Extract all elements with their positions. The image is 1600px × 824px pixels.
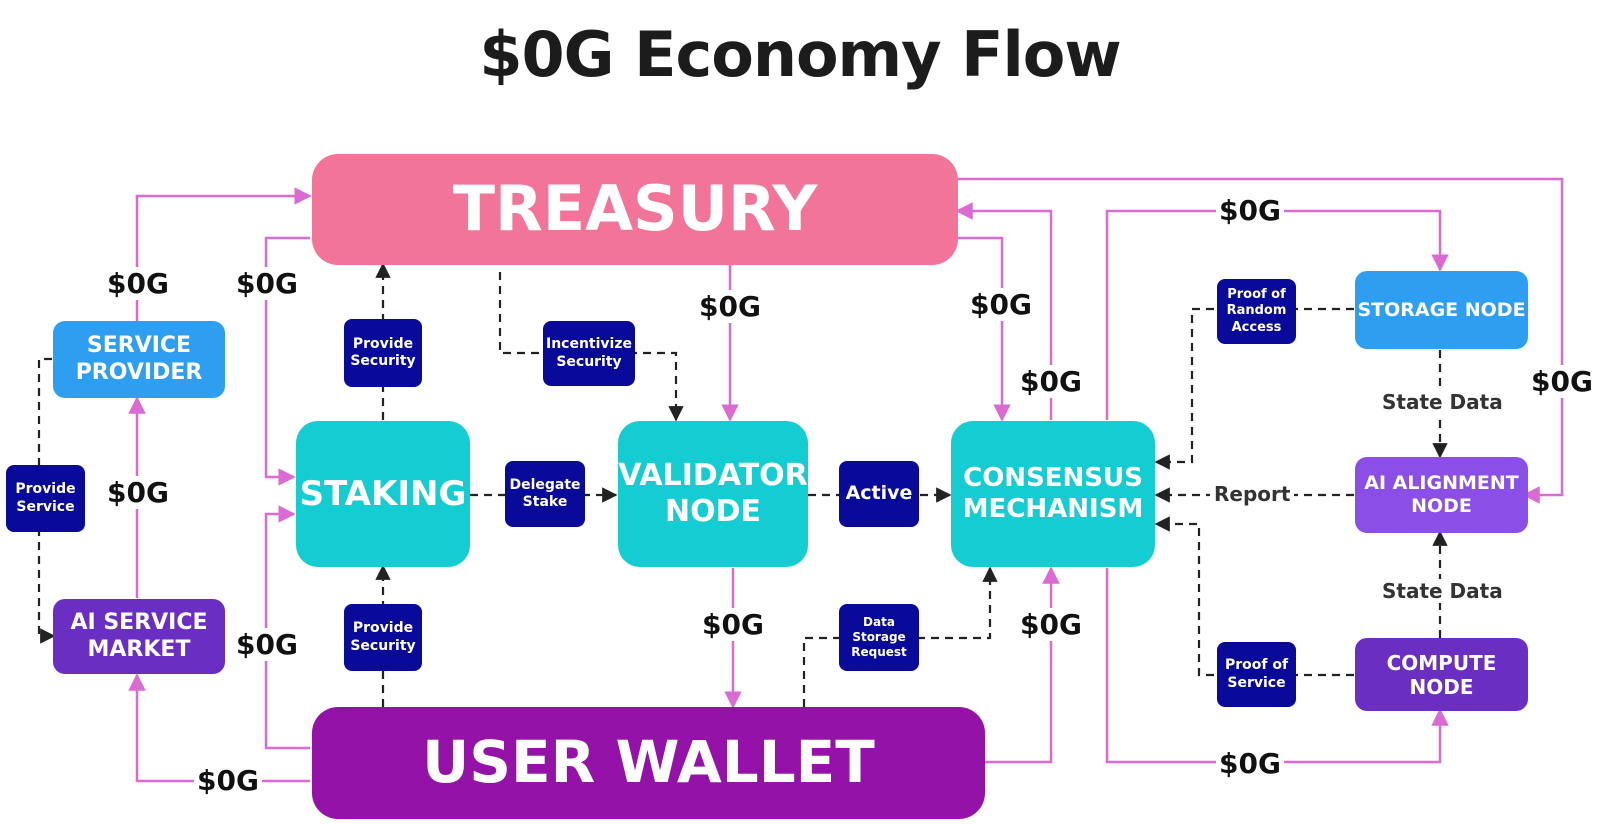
validator-node-label: VALIDATOR NODE — [618, 458, 808, 529]
active-tag: Active — [839, 461, 919, 527]
provide-security-top-tag: Provide Security — [344, 319, 422, 387]
report-label: Report — [1210, 482, 1295, 506]
treasury-label: TREASURY — [452, 172, 818, 246]
proof-of-random-access-label: Proof of Random Access — [1226, 287, 1287, 335]
staking-node: STAKING — [296, 421, 470, 567]
currency-label: $0G — [233, 628, 301, 661]
validator-node: VALIDATOR NODE — [618, 421, 808, 567]
incentivize-security-label: Incentivize Security — [546, 336, 632, 370]
service-provider-node: SERVICE PROVIDER — [53, 321, 225, 398]
currency-label: $0G — [696, 290, 764, 323]
provide-security-bottom-tag: Provide Security — [344, 604, 422, 671]
staking-label: STAKING — [299, 473, 467, 514]
user-wallet-label: USER WALLET — [422, 728, 875, 797]
currency-label: $0G — [967, 288, 1035, 321]
flow-treasury-to-ai-alignment — [957, 177, 1564, 504]
ai-service-market-node: AI SERVICE MARKET — [53, 599, 225, 674]
ai-alignment-node: AI ALIGNMENT NODE — [1355, 457, 1528, 533]
consensus-mechanism-node: CONSENSUS MECHANISM — [951, 421, 1155, 567]
dash-storage-to-consensus — [1154, 307, 1354, 470]
compute-node-label: COMPUTE NODE — [1386, 650, 1497, 699]
flow-consensus-to-treasury — [955, 202, 1053, 420]
user-wallet-node: USER WALLET — [312, 707, 985, 819]
currency-label: $0G — [699, 608, 767, 641]
provide-security-top-label: Provide Security — [350, 335, 416, 370]
currency-label: $0G — [233, 267, 301, 300]
flow-user-wallet-to-consensus — [985, 566, 1060, 764]
ai-alignment-node-label: AI ALIGNMENT NODE — [1364, 472, 1519, 517]
flow-treasury-to-consensus — [957, 236, 1011, 422]
dash-service-provider-to-ai-market — [37, 357, 56, 644]
proof-of-service-tag: Proof of Service — [1217, 642, 1296, 707]
consensus-mechanism-label: CONSENSUS MECHANISM — [962, 462, 1144, 524]
currency-label: $0G — [1216, 194, 1284, 227]
provide-security-bottom-label: Provide Security — [350, 620, 416, 654]
delegate-stake-tag: Delegate Stake — [505, 461, 585, 527]
provide-service-tag: Provide Service — [6, 465, 85, 532]
ai-service-market-label: AI SERVICE MARKET — [70, 610, 208, 662]
storage-node-label: STORAGE NODE — [1357, 298, 1526, 321]
service-provider-label: SERVICE PROVIDER — [75, 333, 203, 385]
token-flow-lines — [128, 177, 1564, 783]
proof-of-service-label: Proof of Service — [1224, 657, 1289, 691]
flow-service-provider-to-treasury — [135, 187, 312, 322]
currency-label: $0G — [1017, 365, 1085, 398]
active-label: Active — [845, 482, 913, 505]
incentivize-security-tag: Incentivize Security — [543, 321, 635, 386]
currency-label: $0G — [1017, 608, 1085, 641]
data-storage-request-tag: Data Storage Request — [839, 604, 919, 671]
currency-label: $0G — [104, 476, 172, 509]
delegate-stake-label: Delegate Stake — [509, 476, 581, 511]
compute-node: COMPUTE NODE — [1355, 638, 1528, 711]
currency-label: $0G — [1528, 365, 1596, 398]
page-title: $0G Economy Flow — [479, 18, 1121, 91]
currency-label: $0G — [194, 764, 262, 797]
proof-of-random-access-tag: Proof of Random Access — [1217, 279, 1296, 344]
flow-treasury-to-staking — [264, 236, 310, 486]
currency-label: $0G — [104, 267, 172, 300]
currency-label: $0G — [1216, 747, 1284, 780]
storage-node: STORAGE NODE — [1355, 271, 1528, 349]
state-data-top-label: State Data — [1378, 390, 1507, 414]
provide-service-label: Provide Service — [15, 481, 76, 515]
treasury-node: TREASURY — [312, 154, 958, 265]
data-storage-request-label: Data Storage Request — [851, 615, 907, 659]
state-data-bottom-label: State Data — [1378, 579, 1507, 603]
